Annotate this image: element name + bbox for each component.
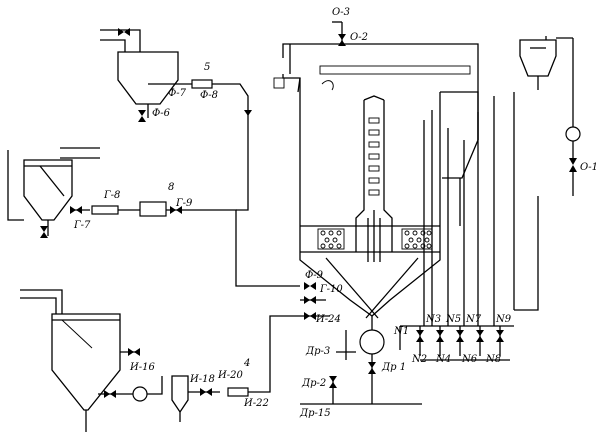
label-dr15: Др-15 [299, 408, 331, 419]
bottom-drain [300, 316, 422, 405]
label-n4: N4 [435, 354, 451, 365]
label-g10: Г-10 [319, 284, 343, 295]
label-dr2: Др-2 [301, 378, 326, 389]
lower-left-vessel [20, 289, 163, 432]
label-o1: О-1 [580, 162, 598, 173]
label-f8: Ф-8 [200, 90, 218, 101]
fluid-bed-right [401, 228, 433, 250]
label-f7: Ф-7 [168, 88, 187, 99]
label-g9: Г-9 [175, 198, 193, 209]
right-hopper [519, 36, 581, 196]
label-5: 5 [204, 62, 210, 73]
label-n7: N7 [465, 314, 482, 325]
label-n9: N9 [495, 314, 512, 325]
label-8: 8 [168, 182, 174, 193]
label-4: 4 [243, 358, 250, 369]
upper-left-hopper [100, 28, 192, 118]
reactor-vessel [282, 43, 479, 319]
label-dr1: Др 1 [381, 362, 406, 373]
label-dr3: Др-3 [305, 346, 330, 357]
valve-symbols [40, 110, 504, 398]
diagram-labels: О-3 О-2 О-1 5 Ф-7 Ф-8 Ф-6 8 Г-8 Г-9 Г-7 … [73, 7, 598, 419]
top-outlet [332, 21, 346, 46]
label-f6: Ф-6 [152, 108, 171, 119]
fluid-bed-left [317, 228, 345, 250]
label-o2: О-2 [350, 32, 368, 43]
label-n5: N5 [445, 314, 461, 325]
label-n8: N8 [485, 354, 501, 365]
label-n1: N1 [393, 326, 409, 337]
filter-5 [191, 79, 252, 211]
label-i18: И-18 [189, 374, 215, 385]
small-tank [171, 315, 300, 422]
label-o3: О-3 [332, 7, 350, 18]
gas-heater-line [91, 201, 300, 287]
label-g7: Г-7 [73, 220, 91, 231]
label-i22: И-22 [243, 398, 269, 409]
label-n6: N6 [461, 354, 478, 365]
label-i24: И-24 [315, 314, 341, 325]
label-n2: N2 [411, 354, 427, 365]
heater-column [355, 95, 393, 262]
label-i20: И-20 [217, 370, 243, 381]
label-g8: Г-8 [103, 190, 120, 201]
label-i16: И-16 [129, 362, 155, 373]
label-n3: N3 [425, 314, 441, 325]
label-f9: Ф-9 [305, 270, 324, 281]
